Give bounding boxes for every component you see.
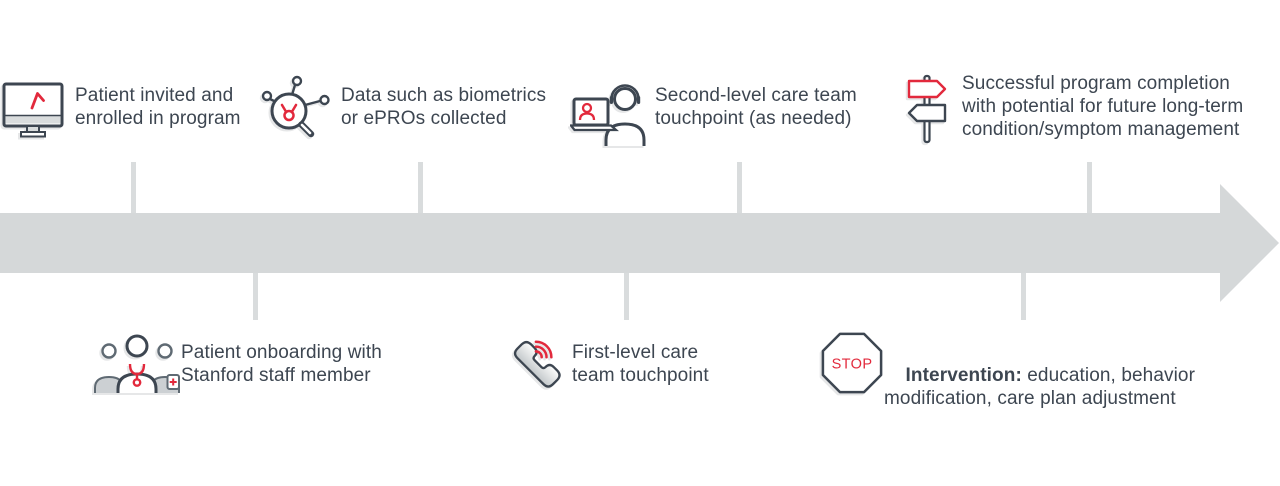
connector-line	[131, 162, 136, 213]
connector-line	[1021, 273, 1026, 320]
monitor-icon	[2, 82, 64, 140]
connector-line	[253, 273, 258, 320]
telehealth-agent-icon	[570, 83, 648, 147]
connector-line	[1087, 162, 1092, 213]
step-label: First-level care team touchpoint	[572, 342, 709, 386]
step-label: Second-level care team touchpoint (as ne…	[655, 85, 857, 129]
step-label: Data such as biometrics or ePROs collect…	[341, 85, 547, 129]
intervention-detail-label: education, behavior modification, care p…	[884, 365, 1195, 409]
signpost-icon	[904, 74, 950, 144]
biometrics-magnifier-icon	[260, 75, 330, 143]
step-label: Intervention: education, behavior modifi…	[884, 341, 1195, 433]
stop-sign-icon: STOP	[820, 331, 884, 395]
intervention-bold-label: Intervention:	[905, 365, 1022, 386]
connector-line	[624, 273, 629, 320]
step-label: Successful program completion with poten…	[962, 73, 1244, 140]
connector-line	[737, 162, 742, 213]
step-label: Patient onboarding with Stanford staff m…	[181, 342, 382, 386]
phone-call-icon	[504, 333, 562, 395]
care-team-group-icon	[94, 333, 180, 393]
step-label: Patient invited and enrolled in program	[75, 85, 241, 129]
timeline-arrow-head	[1220, 184, 1279, 302]
connector-line	[418, 162, 423, 213]
timeline-arrow-body	[0, 213, 1221, 273]
stop-sign-label: STOP	[832, 356, 873, 372]
